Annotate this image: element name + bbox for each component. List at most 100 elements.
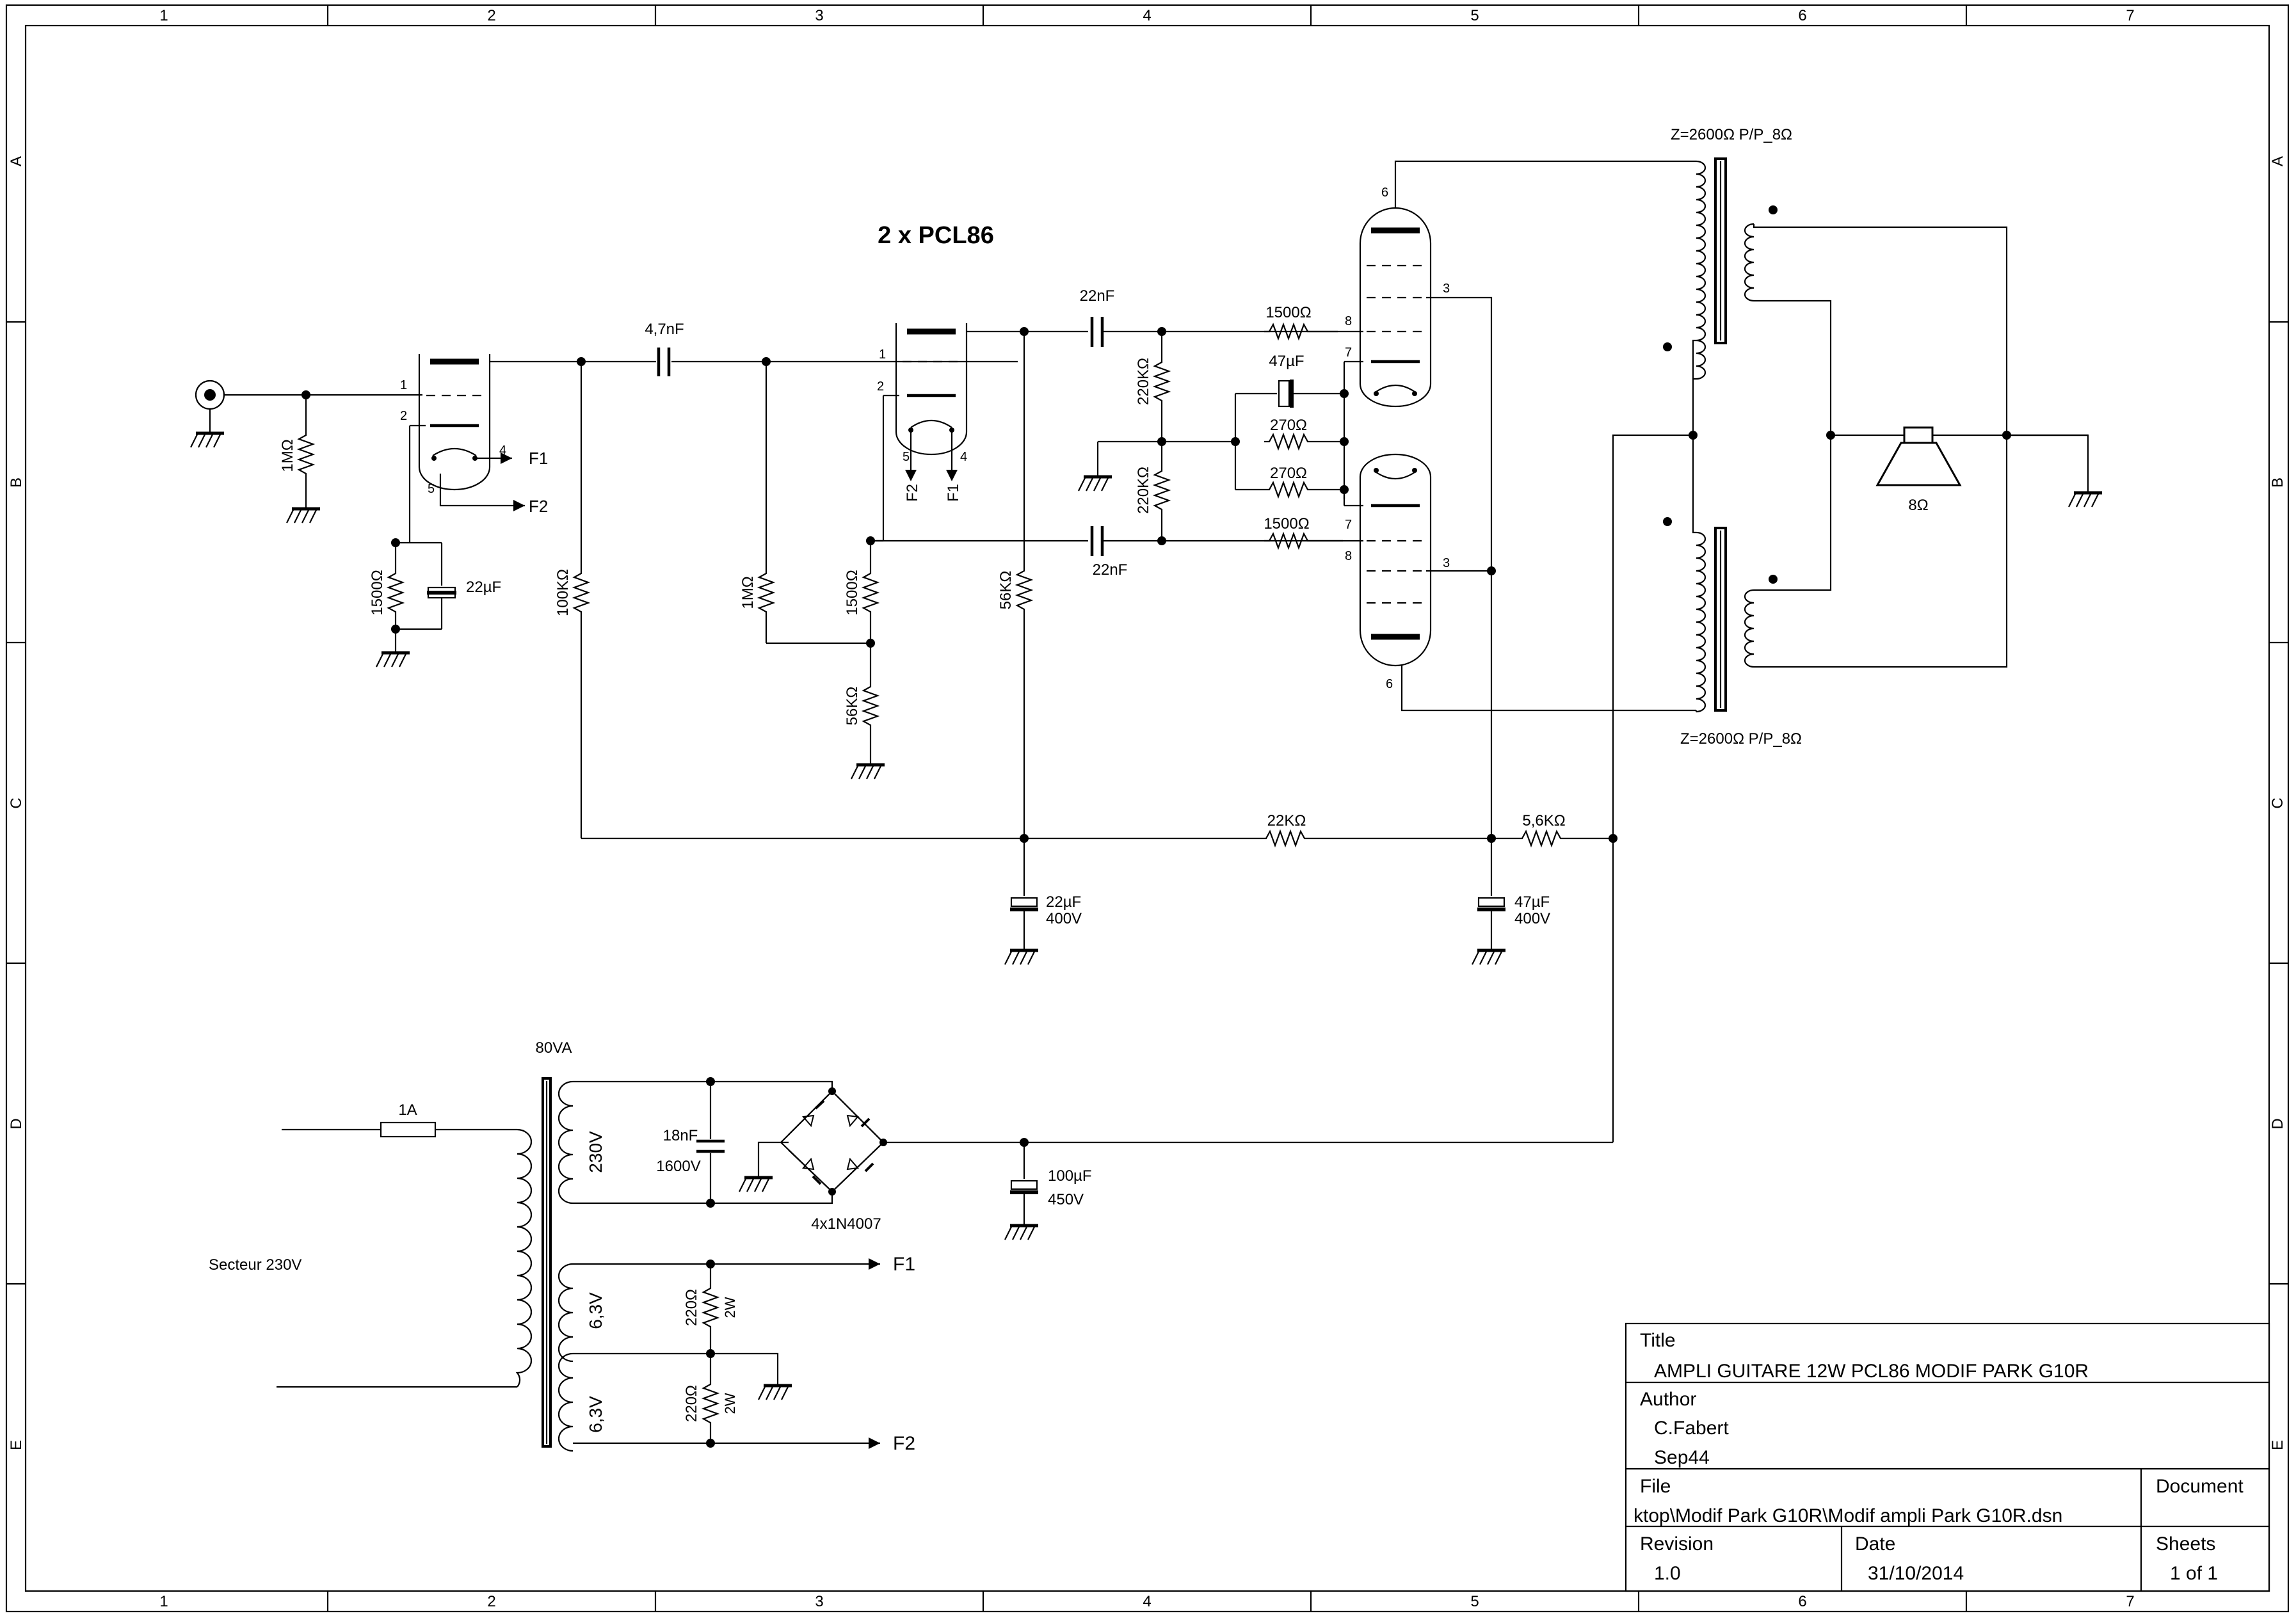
r-g-top-label: 220KΩ (1135, 358, 1152, 405)
bridge-rectifier: 4x1N4007 (710, 1080, 1613, 1233)
pin-label: 6 (1381, 186, 1388, 200)
r-k2b-label: 56KΩ (844, 687, 861, 726)
pin-label: 6 (1386, 677, 1393, 691)
col-label: 1 (159, 7, 168, 24)
row-label: E (2269, 1440, 2286, 1450)
c-snub-volt: 1600V (656, 1158, 700, 1175)
pin-label: 5 (903, 450, 910, 464)
frame-labels: 1 2 3 4 5 6 7 1 2 3 4 5 6 7 A B C D E A … (8, 7, 2286, 1610)
v2-connections: 1 2 5 4 F2 F1 (877, 330, 1088, 541)
col-label: 7 (2126, 1593, 2134, 1610)
heater-network: 220Ω 2W 220Ω 2W F1 F2 (683, 1254, 915, 1454)
date-label: Date (1855, 1533, 1895, 1555)
pin-label: 7 (1345, 346, 1352, 360)
revision-value: 1.0 (1654, 1563, 1681, 1584)
tube-v3 (1359, 207, 1432, 408)
tube-v2 (895, 323, 968, 456)
capacitor-filter-3: 100µF 450V (1005, 1142, 1092, 1240)
r-plate2-label: 56KΩ (997, 571, 1015, 610)
c-f3-volt: 450V (1048, 1191, 1084, 1208)
v1-connections: 1 2 4 5 F1 F2 (400, 360, 1018, 543)
sheets-label: Sheets (2156, 1533, 2215, 1555)
c-f3-value: 100µF (1048, 1167, 1092, 1185)
row-label: C (2269, 797, 2286, 808)
sec-h1-label: 6,3V (586, 1292, 606, 1329)
tube-v4 (1359, 453, 1432, 667)
output-transformer-top: Z=2600Ω P/P_8Ω (1663, 126, 1792, 435)
capacitor-bottom: 22nF (1090, 526, 1343, 579)
row-label: A (8, 156, 25, 166)
r-h2-label: 220Ω (683, 1385, 700, 1422)
pin-label: 3 (1443, 282, 1450, 296)
r-k2-label: 1500Ω (844, 570, 861, 615)
col-label: 2 (487, 1593, 495, 1610)
row-label: C (8, 797, 25, 808)
pin-label: 1 (400, 378, 407, 392)
net-label-f2: F2 (529, 497, 548, 516)
pin-label: 3 (1443, 556, 1450, 570)
grid-resistors: 220KΩ 220KΩ (1079, 332, 1235, 541)
pin-label: 1 (879, 348, 886, 362)
net-label-f1: F1 (893, 1254, 915, 1275)
net-label-f2: F2 (904, 484, 921, 502)
r-k3b-label: 270Ω (1270, 465, 1307, 482)
speaker-icon: 8Ω (1875, 426, 1962, 514)
col-label: 6 (1798, 1593, 1806, 1610)
col-label: 5 (1470, 1593, 1479, 1610)
mains-input: 1A Secteur 230V (209, 1101, 517, 1388)
bridge-label: 4x1N4007 (811, 1215, 881, 1233)
c-f1-volt: 400V (1046, 910, 1082, 927)
date-value: 31/10/2014 (1868, 1563, 1964, 1584)
row-label: E (8, 1440, 25, 1450)
col-label: 5 (1470, 7, 1479, 24)
col-label: 3 (815, 1593, 823, 1610)
row-label: B (2269, 477, 2286, 488)
snubber-capacitor: 18nF 1600V (656, 1082, 725, 1203)
r-gs-top-label: 1500Ω (1265, 304, 1311, 321)
output-transformer-bottom: Z=2600Ω P/P_8Ω (1663, 435, 1802, 748)
author-label: Author (1640, 1389, 1696, 1410)
r-g-bot-label: 220KΩ (1135, 467, 1152, 514)
net-label-f1: F1 (529, 449, 548, 468)
c-f2-volt: 400V (1514, 910, 1550, 927)
col-label: 4 (1143, 1593, 1151, 1610)
row-label: D (2269, 1118, 2286, 1129)
v3-connections: 6 3 8 7 (1313, 160, 1683, 571)
col-label: 4 (1143, 7, 1151, 24)
capacitor-filter-1: 22µF 400V (1005, 838, 1082, 964)
capacitor-top: 22nF (1080, 287, 1338, 347)
resistor-r-plate1: 100KΩ (554, 362, 590, 838)
file-value: ktop\Modif Park G10R\Modif ampli Park G1… (1634, 1505, 2062, 1526)
r-k3a-label: 270Ω (1270, 417, 1307, 434)
resistor-r-plate2: 56KΩ (997, 332, 1032, 838)
fuse-label: 1A (398, 1101, 417, 1119)
net-label-f2: F2 (893, 1433, 915, 1454)
author-value: C.Fabert (1654, 1418, 1729, 1439)
c-f1-value: 22µF (1046, 893, 1081, 911)
title-label: Title (1640, 1330, 1676, 1351)
r-gs-bot-label: 1500Ω (1264, 515, 1309, 532)
file-label: File (1640, 1476, 1671, 1497)
revision-label: Revision (1640, 1533, 1714, 1555)
title-value: AMPLI GUITARE 12W PCL86 MODIF PARK G10R (1654, 1361, 2089, 1382)
c-k1-label: 22µF (466, 579, 501, 596)
v4-connections: 7 8 3 6 (1313, 490, 1690, 712)
resistor-r-in: 1MΩ (279, 395, 320, 523)
v1-cathode-network: 1500Ω 22µF (369, 541, 501, 667)
r-h1-w-label: 2W (722, 1297, 738, 1318)
pin-label: 4 (960, 450, 967, 464)
transformer-label: 80VA (536, 1039, 572, 1057)
pin-label: 4 (499, 444, 506, 458)
r-h2-w-label: 2W (722, 1393, 738, 1414)
c-coupling-label: 4,7nF (645, 321, 684, 338)
pin-label: 8 (1345, 549, 1352, 563)
ot-bot-label: Z=2600Ω P/P_8Ω (1680, 730, 1802, 748)
title-block: Title AMPLI GUITARE 12W PCL86 MODIF PARK… (1625, 1322, 2270, 1592)
pin-label: 2 (877, 380, 884, 394)
author-extra: Sep44 (1654, 1447, 1710, 1468)
sec-h2-label: 6,3V (586, 1396, 606, 1433)
speaker-wiring (1753, 224, 2102, 668)
grid-stoppers: 1500Ω 1500Ω (1263, 304, 1314, 549)
power-transformer: 80VA 230V 6,3V 6,3V (515, 1039, 880, 1452)
